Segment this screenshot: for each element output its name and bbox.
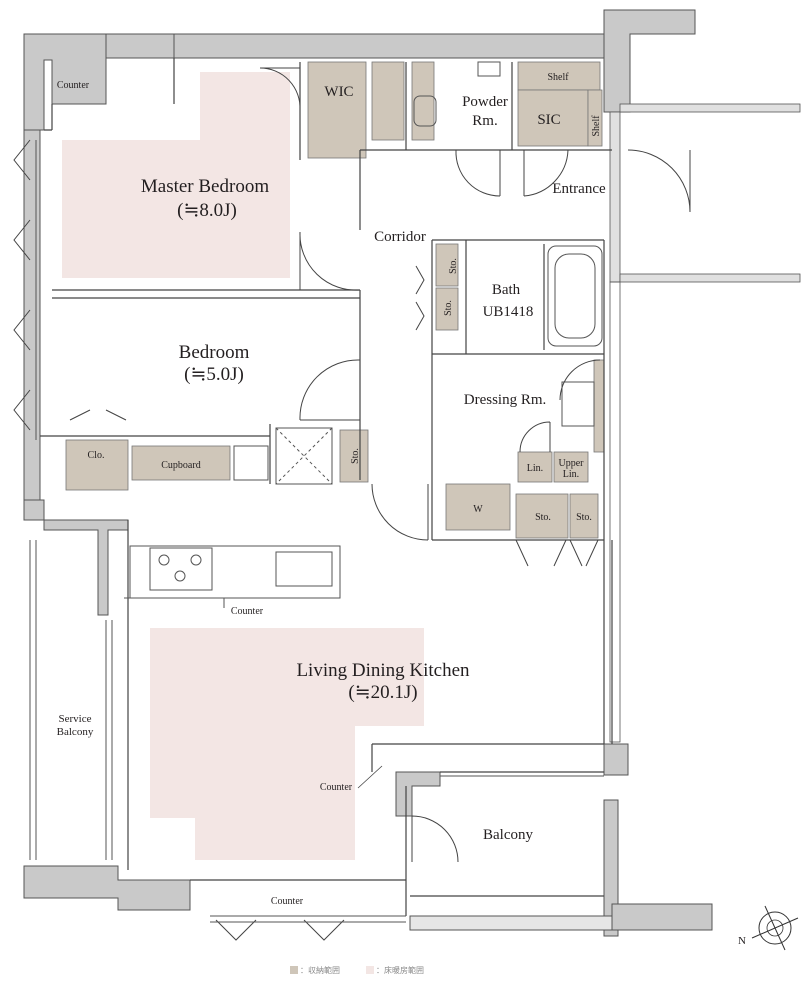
legend-floor-heating-swatch bbox=[366, 966, 374, 974]
storage-dress-side bbox=[593, 359, 605, 453]
wall-balcony-right bbox=[603, 743, 629, 776]
wall-west-bottom bbox=[23, 865, 191, 911]
storage-dress-sto1 bbox=[515, 493, 569, 539]
label-sto-bath-lower: Sto. bbox=[443, 300, 454, 316]
storage-corridor bbox=[339, 429, 369, 483]
storage-shelf-side bbox=[587, 89, 603, 147]
bathtub bbox=[547, 245, 603, 347]
wall-north-block bbox=[105, 33, 175, 59]
room-powder-line1: Powder bbox=[462, 94, 508, 110]
label-upper-lin-1: Upper bbox=[559, 458, 585, 469]
floor-heating-master-bedroom bbox=[62, 72, 290, 278]
label-counter-kitchen: Counter bbox=[231, 606, 264, 617]
room-labels: Master Bedroom (≒8.0J) Bedroom (≒5.0J) L… bbox=[57, 84, 606, 843]
label-washer: W bbox=[473, 504, 483, 515]
storage-powder bbox=[411, 61, 435, 141]
storage-bath-upper bbox=[435, 243, 459, 287]
fridge-space bbox=[233, 445, 269, 481]
fixtures-drawing bbox=[124, 61, 603, 608]
shaft bbox=[275, 427, 333, 485]
room-bath-line2: UB1418 bbox=[483, 304, 534, 320]
counter-leader bbox=[357, 765, 383, 789]
room-entrance: Entrance bbox=[552, 181, 606, 197]
label-upper-lin-2: Lin. bbox=[563, 469, 579, 480]
storage-shelf-top bbox=[517, 61, 601, 91]
label-sto-dress-2: Sto. bbox=[576, 512, 592, 523]
label-sto-bath-upper: Sto. bbox=[448, 258, 459, 274]
room-balcony: Balcony bbox=[483, 827, 533, 843]
room-sic: SIC bbox=[537, 112, 560, 128]
wall-west-lower bbox=[23, 499, 129, 616]
wall-bottom-right bbox=[611, 903, 713, 931]
label-sto-corridor: Sto. bbox=[350, 448, 361, 464]
label-sto-dress-1: Sto. bbox=[535, 512, 551, 523]
burner-2 bbox=[190, 554, 202, 566]
room-bedroom-name: Bedroom bbox=[179, 342, 250, 363]
label-shelf-top: Shelf bbox=[547, 72, 569, 83]
legend: ：収納範囲 ：床暖房範囲 bbox=[290, 965, 424, 975]
storage-areas bbox=[65, 61, 605, 599]
storage-wic-right bbox=[371, 61, 405, 141]
label-counter-ldk: Counter bbox=[320, 782, 353, 793]
storage-sic bbox=[517, 89, 589, 147]
compass-letter: N bbox=[738, 935, 746, 947]
room-ldk-area: (≒20.1J) bbox=[348, 682, 417, 703]
storage-clo bbox=[65, 439, 129, 491]
interior-walls bbox=[40, 58, 613, 916]
label-lin: Lin. bbox=[527, 463, 543, 474]
wall-column-ldk bbox=[395, 771, 441, 817]
storage-upper-lin bbox=[553, 451, 589, 483]
floor-heating-zones bbox=[62, 72, 424, 860]
cooktop bbox=[149, 547, 213, 591]
storage-bath-lower bbox=[435, 287, 459, 331]
label-shelf-side: Shelf bbox=[591, 115, 602, 137]
wall-bottom-edge bbox=[409, 915, 613, 931]
toilet bbox=[413, 95, 437, 127]
label-clo: Clo. bbox=[88, 450, 105, 461]
powder-sink bbox=[477, 61, 501, 77]
wall-balcony-right-lower bbox=[603, 799, 619, 937]
storage-lin bbox=[517, 451, 553, 483]
label-counter-window: Counter bbox=[271, 896, 304, 907]
floor-heating-ldk bbox=[150, 628, 424, 860]
room-powder-line2: Rm. bbox=[472, 113, 497, 129]
burner-3 bbox=[174, 570, 186, 582]
storage-washer bbox=[445, 483, 511, 531]
dressing-basin bbox=[561, 381, 595, 427]
compass-icon: N bbox=[738, 905, 799, 951]
room-master-bedroom-name: Master Bedroom bbox=[141, 176, 269, 197]
fixture-labels: Counter Counter Counter Counter Shelf Sh… bbox=[57, 72, 602, 907]
burner-1 bbox=[158, 554, 170, 566]
room-dressing: Dressing Rm. bbox=[464, 392, 547, 408]
wall-north-mid bbox=[173, 33, 613, 59]
room-service-balcony-line2: Balcony bbox=[57, 726, 94, 738]
room-service-balcony-line1: Service bbox=[59, 713, 92, 725]
hatched-wall bbox=[609, 103, 801, 743]
room-bath-line1: Bath bbox=[492, 282, 521, 298]
room-ldk-name: Living Dining Kitchen bbox=[296, 660, 470, 681]
wall-north-right bbox=[603, 9, 696, 113]
room-wic: WIC bbox=[324, 84, 353, 100]
windows bbox=[29, 140, 604, 923]
bathtub-inner bbox=[554, 253, 596, 339]
legend-storage-text: ：収納範囲 bbox=[300, 965, 340, 975]
room-master-bedroom-area: (≒8.0J) bbox=[177, 200, 237, 221]
legend-storage-swatch bbox=[290, 966, 298, 974]
storage-wic-left bbox=[307, 61, 367, 159]
room-corridor: Corridor bbox=[374, 229, 426, 245]
kitchen-sink bbox=[275, 551, 333, 587]
storage-dress-sto2 bbox=[569, 493, 599, 539]
door-swings bbox=[13, 67, 691, 941]
storage-cupboard bbox=[131, 445, 231, 481]
legend-floor-heating-text: ：床暖房範囲 bbox=[376, 965, 424, 975]
label-cupboard: Cupboard bbox=[161, 460, 200, 471]
room-bedroom-area: (≒5.0J) bbox=[184, 364, 244, 385]
label-counter-top: Counter bbox=[57, 80, 90, 91]
